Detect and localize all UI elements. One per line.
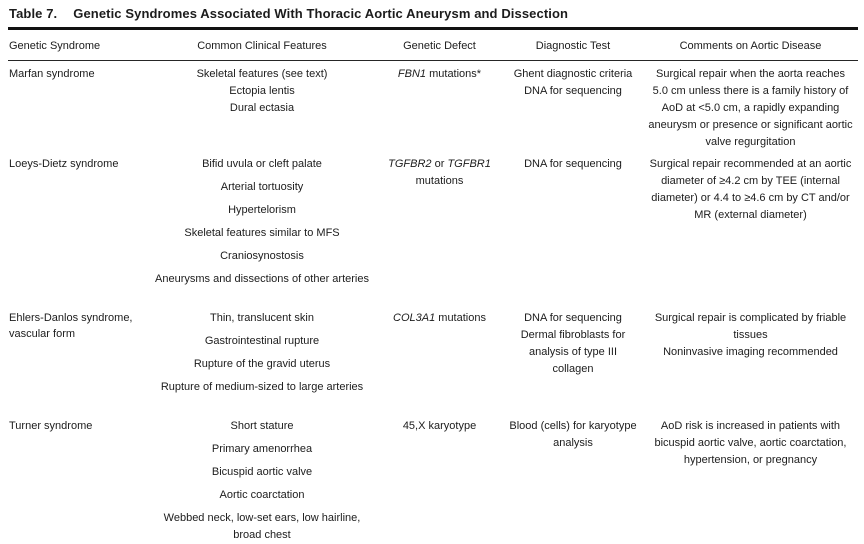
feature-item: Gastrointestinal rupture bbox=[204, 335, 320, 347]
feature-item: Aneurysms and dissections of other arter… bbox=[155, 273, 369, 285]
feature-item: Skeletal features (see text) bbox=[196, 68, 328, 80]
test-item: Dermal fibroblasts for analysis of type … bbox=[520, 329, 626, 375]
test-item: DNA for sequencing bbox=[524, 312, 622, 324]
feature-item: Primary amenorrhea bbox=[211, 443, 313, 455]
table-caption: Genetic Syndromes Associated With Thorac… bbox=[73, 6, 569, 21]
comment-item: Surgical repair when the aorta reaches 5… bbox=[648, 68, 853, 148]
table-number: Table 7. bbox=[9, 6, 58, 21]
feature-item: Rupture of the gravid uterus bbox=[193, 358, 331, 370]
feature-item: Dural ectasia bbox=[229, 102, 295, 114]
feature-item: Rupture of medium-sized to large arterie… bbox=[160, 381, 364, 393]
defect-text: mutations bbox=[415, 175, 464, 187]
column-header-diagnostic-test: Diagnostic Test bbox=[535, 40, 611, 52]
cell-genetic-defect: FBN1 mutations* bbox=[376, 61, 503, 151]
feature-item: Thin, translucent skin bbox=[210, 312, 314, 324]
cell-genetic-syndrome: Marfan syndrome bbox=[9, 68, 95, 80]
test-item: DNA for sequencing bbox=[524, 85, 622, 97]
gene-name: COL3A1 bbox=[393, 312, 436, 324]
column-header-genetic-syndrome: Genetic Syndrome bbox=[9, 40, 101, 52]
comment-item: AoD risk is increased in patients with b… bbox=[654, 420, 847, 466]
table-header-row: Genetic Syndrome Common Clinical Feature… bbox=[8, 30, 858, 61]
defect-text: or bbox=[431, 158, 448, 170]
test-item: DNA for sequencing bbox=[524, 158, 622, 170]
feature-item: Arterial tortuosity bbox=[220, 181, 304, 193]
feature-item: Aortic coarctation bbox=[219, 489, 305, 501]
cell-comments-on-aortic-disease: Surgical repair recommended at an aortic… bbox=[643, 151, 858, 305]
feature-item: Craniosynostosis bbox=[220, 250, 304, 262]
cell-genetic-defect: COL3A1 mutations bbox=[376, 305, 503, 413]
column-header-common-clinical-features: Common Clinical Features bbox=[197, 40, 327, 52]
feature-item: Bicuspid aortic valve bbox=[211, 466, 313, 478]
feature-item: Skeletal features similar to MFS bbox=[184, 227, 340, 239]
comment-item: Noninvasive imaging recommended bbox=[663, 346, 838, 358]
feature-item: Short stature bbox=[230, 420, 294, 432]
defect-text: 45,X karyotype bbox=[402, 420, 477, 432]
cell-comments-on-aortic-disease: Surgical repair is complicated by friabl… bbox=[643, 305, 858, 413]
column-header-genetic-defect: Genetic Defect bbox=[403, 40, 476, 52]
cell-genetic-syndrome: Turner syndrome bbox=[9, 420, 93, 432]
feature-item: Ectopia lentis bbox=[229, 85, 295, 97]
gene-name: TGFBR2 bbox=[388, 158, 432, 170]
test-item: Blood (cells) for karyotype analysis bbox=[509, 420, 637, 449]
table-row: Ehlers-Danlos syndrome, vascular form Thi… bbox=[8, 305, 858, 413]
comment-item: Surgical repair is complicated by friabl… bbox=[654, 312, 847, 341]
gene-name: TGFBR1 bbox=[447, 158, 491, 170]
defect-text: mutations bbox=[435, 312, 486, 324]
cell-genetic-defect: TGFBR2 or TGFBR1 mutations bbox=[376, 151, 503, 305]
cell-diagnostic-test: Blood (cells) for karyotype analysis bbox=[503, 413, 643, 544]
feature-item: Hypertelorism bbox=[228, 204, 296, 216]
defect-text: mutations* bbox=[426, 68, 482, 80]
table-row: Loeys-Dietz syndrome Bifid uvula or cleft… bbox=[8, 151, 858, 305]
comment-item: Surgical repair recommended at an aortic… bbox=[649, 158, 852, 221]
test-item: Ghent diagnostic criteria bbox=[513, 68, 633, 80]
cell-genetic-defect: 45,X karyotype bbox=[376, 413, 503, 544]
cell-common-clinical-features: Skeletal features (see text) Ectopia lent… bbox=[148, 61, 376, 151]
cell-genetic-syndrome: Loeys-Dietz syndrome bbox=[9, 158, 119, 170]
feature-item: Bifid uvula or cleft palate bbox=[202, 158, 322, 170]
column-header-comments: Comments on Aortic Disease bbox=[679, 40, 822, 52]
cell-comments-on-aortic-disease: Surgical repair when the aorta reaches 5… bbox=[643, 61, 858, 151]
cell-genetic-syndrome: Ehlers-Danlos syndrome, vascular form bbox=[9, 312, 133, 340]
gene-name: FBN1 bbox=[397, 68, 427, 80]
feature-item: Webbed neck, low-set ears, low hairline,… bbox=[163, 512, 361, 541]
table-row: Marfan syndrome Skeletal features (see te… bbox=[8, 61, 858, 151]
table-body: Marfan syndrome Skeletal features (see te… bbox=[8, 61, 858, 544]
table-title: Table 7. Genetic Syndromes Associated Wit… bbox=[8, 0, 858, 30]
cell-comments-on-aortic-disease: AoD risk is increased in patients with b… bbox=[643, 413, 858, 544]
cell-diagnostic-test: DNA for sequencing bbox=[503, 151, 643, 305]
